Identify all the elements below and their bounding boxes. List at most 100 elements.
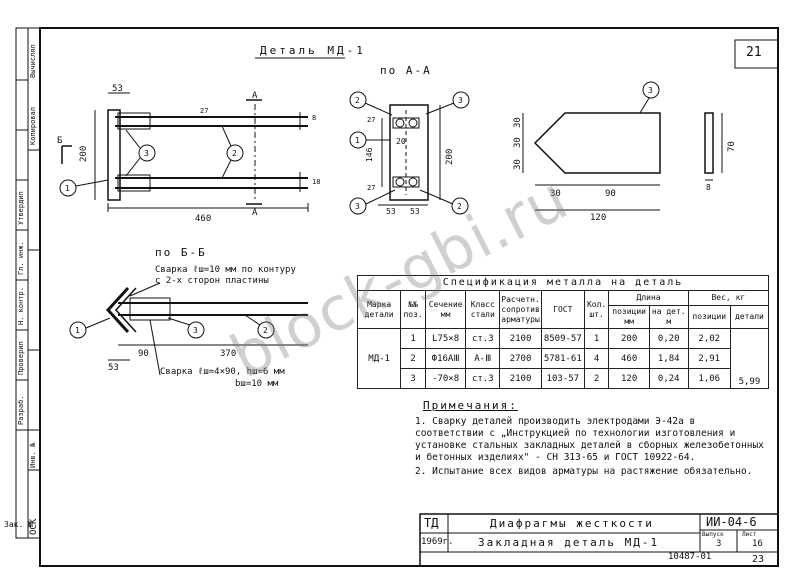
weld-bottom-line1: Сварка ℓш=4×90, hш=6 мм <box>160 367 285 377</box>
callout-3-plate: 3 <box>648 86 653 95</box>
dim-90-bb: 90 <box>138 349 149 359</box>
dim-53-main: 53 <box>112 84 123 94</box>
tb-vypusk: 3 <box>716 539 722 549</box>
view-bb-title: по Б-Б <box>155 246 207 259</box>
r3-gost: 103-57 <box>540 368 585 389</box>
r3-ldet: 0,24 <box>648 368 689 389</box>
dim-146-aa: 146 <box>365 147 374 162</box>
weld-bottom-line2: bш=10 мм <box>235 379 279 389</box>
dim-53-bb: 53 <box>108 363 119 373</box>
dim-8-plate: 8 <box>706 183 711 192</box>
callout-1-main: 1 <box>65 184 70 193</box>
tb-name2: Закладная деталь МД-1 <box>478 536 660 549</box>
dim-200-aa: 200 <box>445 149 455 165</box>
section-a-bottom: А <box>252 208 258 218</box>
r2-sopr: 2700 <box>499 348 542 369</box>
tb-vypusk-label: Выпуск <box>702 531 724 538</box>
callout-2-aa: 2 <box>355 96 360 105</box>
hdr-klass: Класс стали <box>465 290 501 329</box>
sheet-number-box <box>734 39 779 69</box>
dim-120-plate: 120 <box>590 213 606 223</box>
r2-poz: 2 <box>400 348 426 369</box>
hdr-ves: Вес, кг <box>687 290 770 306</box>
spec-total: 5,99 <box>729 328 770 389</box>
r3-vpoz: 1,06 <box>687 368 731 389</box>
side-proveril: Проверил <box>17 341 25 375</box>
title-block-lines <box>419 513 779 567</box>
r2-lpoz: 460 <box>608 348 650 369</box>
r3-klass: ст.3 <box>465 368 501 389</box>
r2-sech: Ф16АⅢ <box>424 348 467 369</box>
callout-1-aa: 1 <box>355 136 360 145</box>
side-utverdil: Утвердил <box>17 191 25 225</box>
tb-list: 16 <box>752 539 763 549</box>
r1-klass: ст.3 <box>465 328 501 349</box>
callout-2-bb: 2 <box>263 326 268 335</box>
callout-3-aa: 3 <box>458 96 463 105</box>
r2-vpoz: 2,91 <box>687 348 731 369</box>
spec-mark: МД-1 <box>356 328 402 389</box>
r2-klass: А-Ⅲ <box>465 348 501 369</box>
r2-gost: 5781-61 <box>540 348 585 369</box>
dim-53a-aa: 53 <box>386 207 396 216</box>
dim-27-aa: 27 <box>367 116 375 124</box>
hdr-dlina: Длина <box>608 290 689 306</box>
notes-title: Примечания: <box>423 399 518 412</box>
section-aa-view <box>349 91 470 215</box>
section-bb-labels: по Б-Б Сварка ℓш=10 мм по контуру с 2-х … <box>75 246 296 389</box>
r1-sopr: 2100 <box>499 328 542 349</box>
detail-main-view <box>59 57 345 212</box>
main-view-labels: Деталь МД-1 А А Б 53 27 8 18 200 460 3 2… <box>57 44 366 224</box>
r1-vpoz: 2,02 <box>687 328 731 349</box>
plate-view <box>522 81 723 211</box>
hdr-gost: ГОСТ <box>540 290 585 329</box>
view-aa-title: по А-А <box>380 64 432 77</box>
dim-30b-plate: 30 <box>513 137 523 148</box>
hdr-marka: Марка детали <box>356 290 402 329</box>
dim-27b-aa: 27 <box>367 184 375 192</box>
sheet-number: 21 <box>746 45 762 60</box>
section-b-mark: Б <box>57 136 62 146</box>
detail-title: Деталь МД-1 <box>260 44 366 57</box>
dim-370-bb: 370 <box>220 349 236 359</box>
dim-18-main: 18 <box>312 178 320 186</box>
section-aa-labels: по А-А 27 146 27 20 200 53 53 2 3 1 3 2 <box>355 64 463 216</box>
hdr-soprot: Расчетн. сопротив арматуры <box>499 290 542 329</box>
tb-td: ТД <box>424 516 439 530</box>
callout-3b-aa: 3 <box>355 202 360 211</box>
dim-200-main: 200 <box>79 146 89 162</box>
dim-30c-plate: 30 <box>513 159 523 170</box>
tb-page: 23 <box>752 554 765 565</box>
side-glinzh: Гл. инж. <box>17 241 25 275</box>
dim-20-aa: 20 <box>396 137 406 146</box>
note-1: 1. Сварку деталей производить электродам… <box>415 416 764 463</box>
r3-sech: -70×8 <box>424 368 467 389</box>
r2-ldet: 1,84 <box>648 348 689 369</box>
tb-code: ИИ-04-6 <box>706 515 757 529</box>
tb-year: 1969г. <box>421 537 454 547</box>
r3-sopr: 2100 <box>499 368 542 389</box>
r1-sech: L75×8 <box>424 328 467 349</box>
section-bb-view <box>69 282 308 376</box>
r1-kol: 1 <box>583 328 610 349</box>
r1-poz: 1 <box>400 328 426 349</box>
side-nkontr: Н. контр. <box>17 287 25 325</box>
side-vychislyal: Вычислял <box>29 44 37 78</box>
note-2: 2. Испытание всех видов арматуры на раст… <box>415 466 753 477</box>
dim-30a-plate: 30 <box>513 117 523 128</box>
callout-3-bb: 3 <box>193 326 198 335</box>
hdr-ves-det: детали <box>729 305 770 329</box>
dim-8-main: 8 <box>312 114 316 122</box>
section-a-top: А <box>252 91 258 101</box>
callout-2b-aa: 2 <box>457 202 462 211</box>
r1-gost: 8509-57 <box>540 328 585 349</box>
r3-poz: 3 <box>400 368 426 389</box>
r3-lpoz: 120 <box>608 368 650 389</box>
notes-section: Примечания: 1. Сварку деталей производит… <box>415 400 765 480</box>
side-kopiroval: Копировал <box>29 107 37 145</box>
dim-30d-plate: 30 <box>550 189 561 199</box>
r3-kol: 2 <box>583 368 610 389</box>
plate-labels: 30 30 30 30 90 120 70 8 3 <box>513 86 737 223</box>
r1-lpoz: 200 <box>608 328 650 349</box>
